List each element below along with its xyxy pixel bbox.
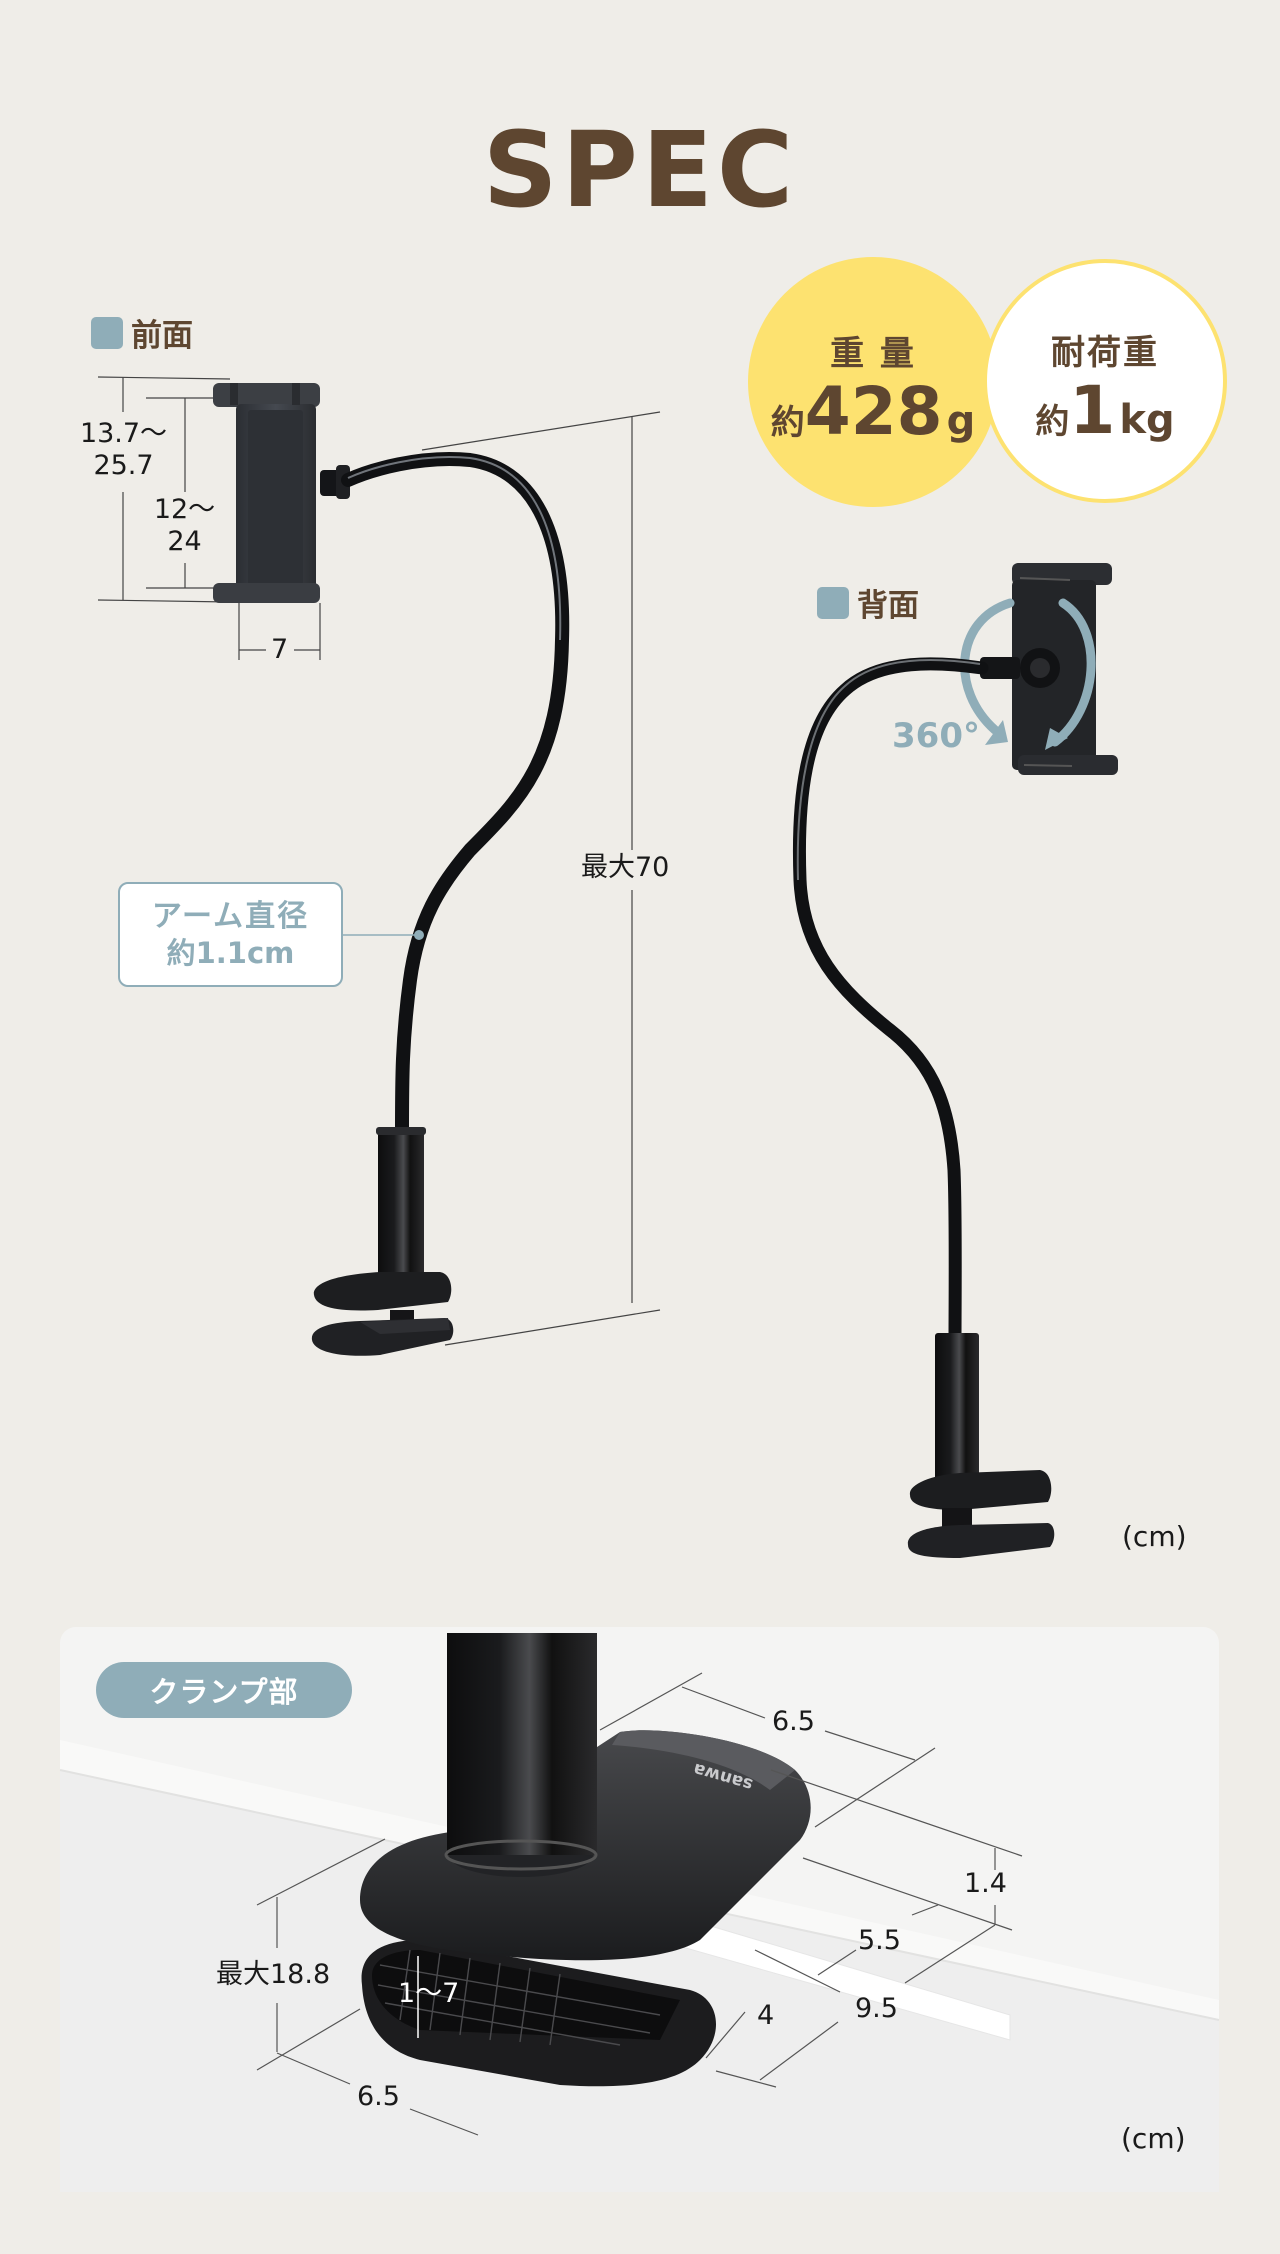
- rotation-arrow-icon: [960, 598, 1096, 747]
- load-label: 耐荷重: [1051, 332, 1159, 373]
- front-clamp: [311, 1127, 454, 1356]
- weight-value: 約 428 g: [770, 372, 976, 450]
- arm-diameter-callout: アーム直径 約1.1cm: [118, 882, 343, 987]
- front-view-label: 前面: [91, 310, 193, 355]
- arm-callout-title: アーム直径: [151, 898, 310, 934]
- clamp-pad-depth-dim: 4: [757, 2000, 775, 2031]
- clamp-max-height-dim: 最大18.8: [216, 1959, 331, 1990]
- clamp-range-dim: 1〜7: [398, 1978, 460, 2009]
- large-clamp: [360, 1633, 811, 2087]
- back-view-label: 背面: [817, 580, 919, 625]
- clamp-dimension-lines: [256, 1672, 1023, 2136]
- weight-label: 重 量: [830, 333, 916, 374]
- back-view-label-text: 背面: [857, 588, 919, 624]
- back-gooseneck-arm: [792, 657, 989, 1347]
- weight-prefix: 約: [770, 402, 805, 443]
- outer-height-dim: 13.7〜 25.7: [79, 418, 168, 482]
- front-gooseneck-arm: [341, 452, 570, 1137]
- square-bullet-icon: [91, 316, 123, 349]
- clamp-section-label: クランプ部: [96, 1662, 352, 1718]
- clamp-unit-note: (cm): [1121, 2122, 1186, 2155]
- front-holder: [213, 383, 350, 603]
- load-number: 1: [1069, 371, 1116, 449]
- load-capacity-badge: 耐荷重 約 1 kg: [983, 259, 1227, 503]
- page-title: SPEC: [482, 109, 798, 231]
- clamp-top-width-dim: 6.5: [772, 1706, 815, 1737]
- weight-number: 428: [804, 372, 943, 450]
- rotation-label: 360°: [892, 716, 980, 756]
- load-prefix: 約: [1035, 401, 1070, 442]
- top-unit-note: (cm): [1122, 1520, 1187, 1553]
- arm-callout-dot: [414, 930, 424, 940]
- front-view-dimension-lines: [97, 376, 661, 1346]
- max-length-dim: 最大70: [581, 852, 670, 883]
- arm-callout-value: 約1.1cm: [166, 936, 295, 971]
- clamp-bottom-width-dim: 6.5: [357, 2081, 400, 2112]
- clamp-depth-total-dim: 9.5: [855, 1993, 898, 2024]
- clamp-depth-inner-dim: 5.5: [858, 1925, 901, 1956]
- load-value: 約 1 kg: [1035, 371, 1175, 449]
- inner-height-dim: 12〜 24: [153, 494, 216, 558]
- clamp-thickness-dim: 1.4: [964, 1868, 1007, 1899]
- square-bullet-icon: [817, 586, 849, 619]
- weight-badge: 重 量 約 428 g: [748, 257, 998, 507]
- load-unit: kg: [1119, 396, 1175, 443]
- back-clamp: [907, 1333, 1055, 1558]
- holder-depth-dim: 7: [271, 634, 289, 665]
- front-view-label-text: 前面: [131, 318, 193, 354]
- weight-unit: g: [946, 397, 976, 444]
